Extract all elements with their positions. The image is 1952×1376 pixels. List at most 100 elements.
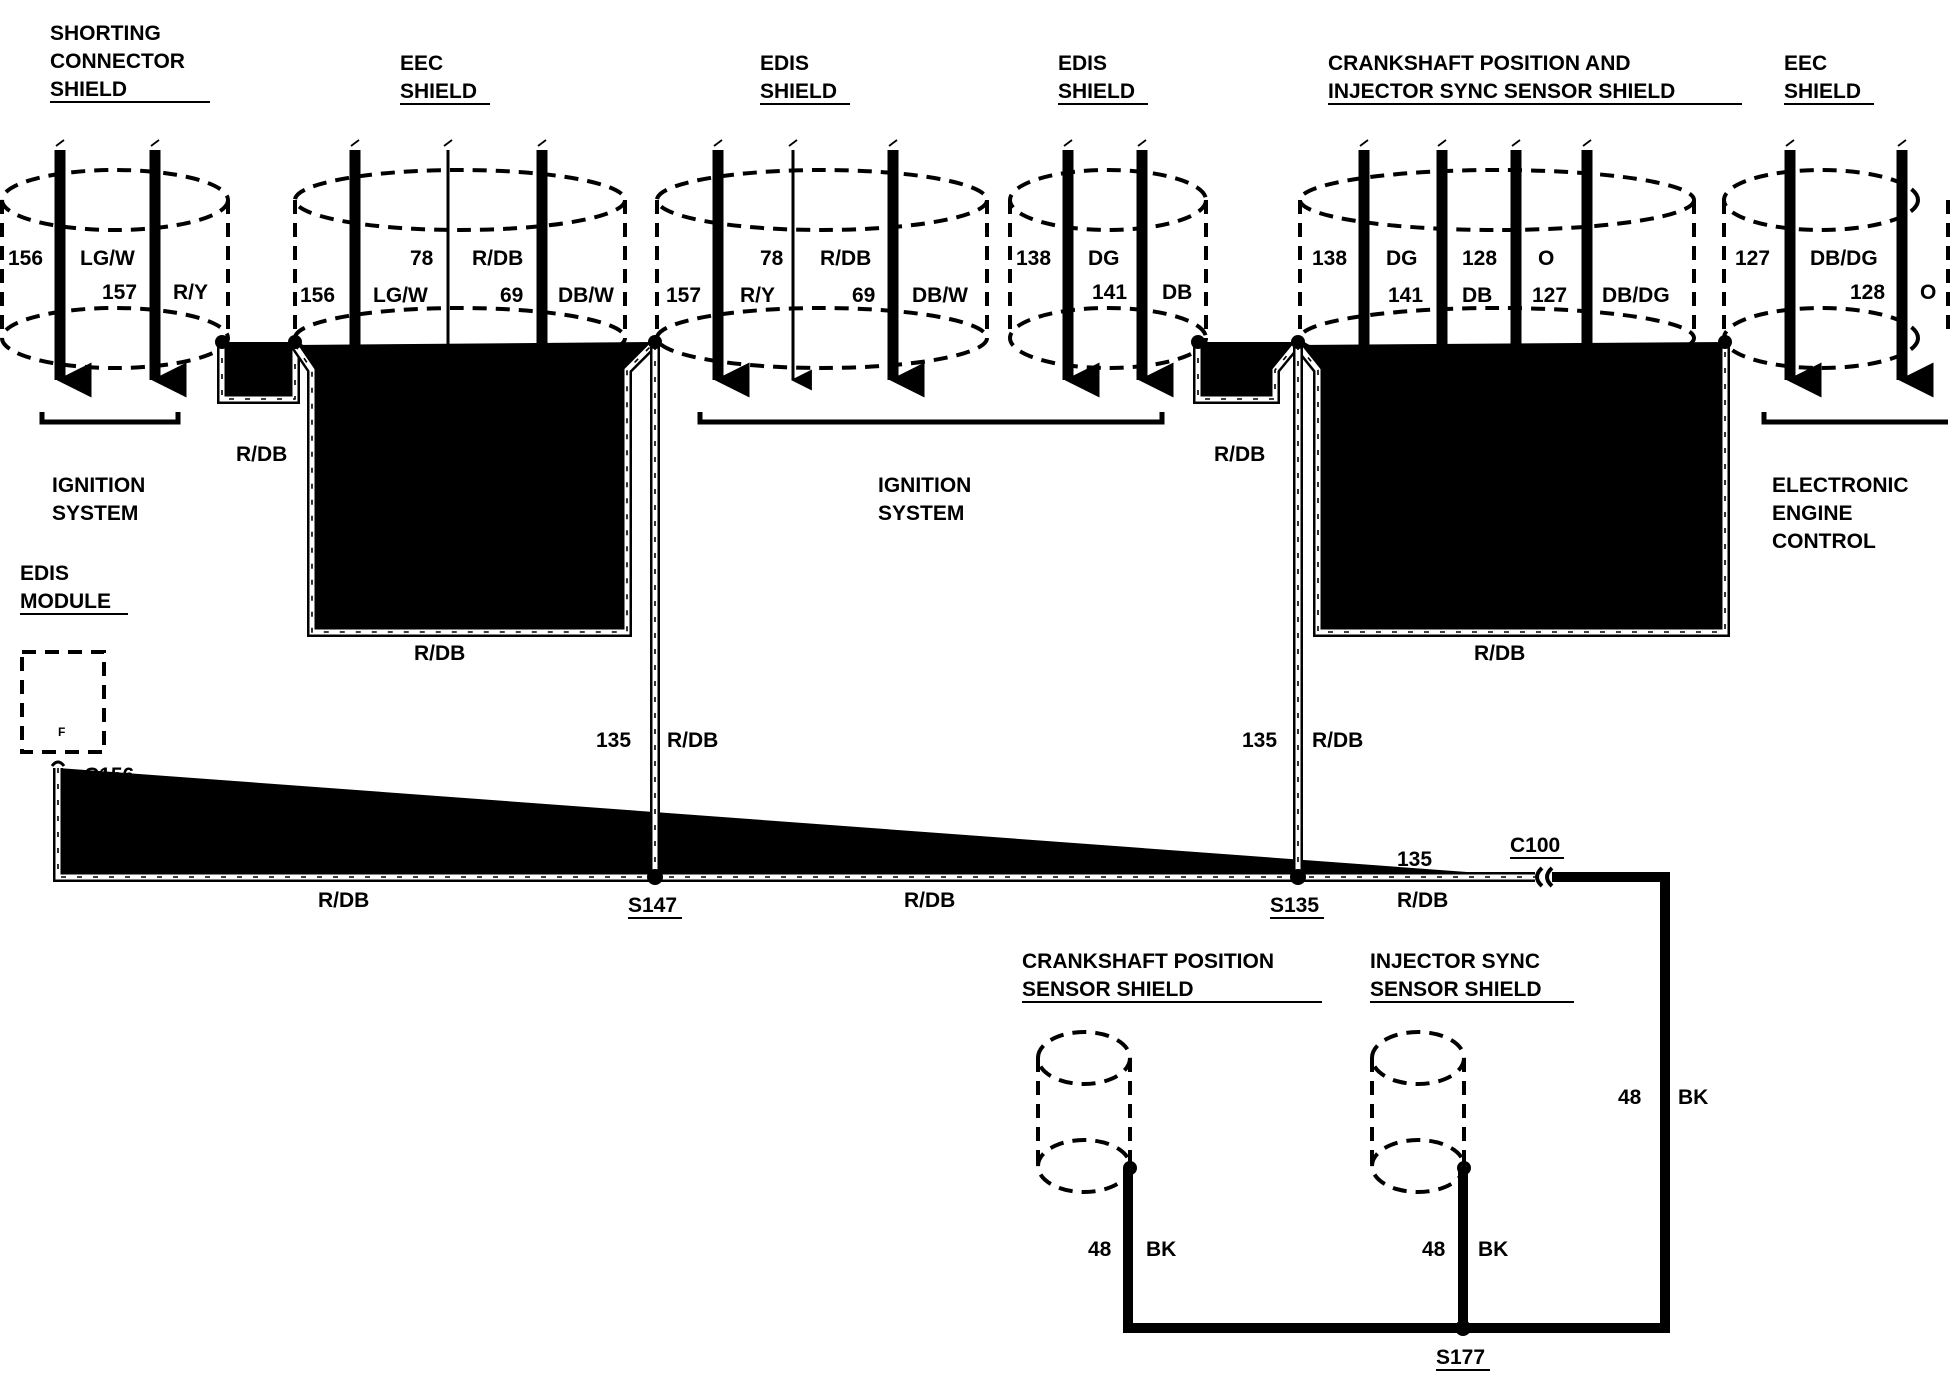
svg-text:EDIS: EDIS [1058,52,1107,75]
svg-text:R/Y: R/Y [740,284,775,307]
ckp-injector-shield-title: CRANKSHAFT POSITION AND INJECTOR SYNC SE… [1328,52,1742,105]
svg-text:CRANKSHAFT POSITION: CRANKSHAFT POSITION [1022,950,1274,973]
svg-text:C100: C100 [1510,834,1560,857]
svg-text:O: O [1538,247,1554,270]
svg-text:135: 135 [1214,364,1249,387]
svg-text:48: 48 [1618,1086,1642,1109]
svg-text:CRANKSHAFT POSITION AND: CRANKSHAFT POSITION AND [1328,52,1631,75]
svg-text:BK: BK [1146,1238,1176,1261]
svg-text:MODULE: MODULE [20,590,111,613]
splices: S147 S135 [628,869,1324,919]
shield-cylinder-shorting [0,168,230,370]
svg-text:S147: S147 [628,894,677,917]
svg-text:48: 48 [1088,1238,1112,1261]
svg-text:DB: DB [1462,284,1492,307]
edis-shield-title-2: EDIS SHIELD [1058,52,1148,105]
svg-text:DB/W: DB/W [558,284,614,307]
svg-text:135: 135 [1474,599,1509,622]
svg-text:SYSTEM: SYSTEM [878,502,964,525]
svg-text:127: 127 [1735,247,1770,270]
shield-drain-wires [58,342,1725,877]
svg-text:SHIELD: SHIELD [760,80,837,103]
svg-text:135: 135 [414,599,449,622]
svg-text:LG/W: LG/W [80,247,135,270]
svg-text:135: 135 [1397,848,1432,871]
svg-text:R/DB: R/DB [472,247,523,270]
svg-text:DB/DG: DB/DG [1810,247,1878,270]
svg-text:SHIELD: SHIELD [50,78,127,101]
svg-text:SHIELD: SHIELD [400,80,477,103]
splice-s135-dot [1290,869,1306,885]
svg-text:R/DB: R/DB [667,729,718,752]
svg-text:157: 157 [102,281,137,304]
svg-text:69: 69 [500,284,523,307]
ground-wire-labels: 48 BK 48 BK 48 BK [1088,1086,1708,1261]
svg-text:EDIS: EDIS [760,52,809,75]
edis-module: EDIS MODULE F C156 [20,562,138,789]
svg-text:157: 157 [666,284,701,307]
svg-text:141: 141 [1388,284,1423,307]
svg-text:EEC: EEC [400,52,443,75]
svg-text:S177: S177 [1436,1346,1485,1369]
eec-shield-title-1: EEC SHIELD [400,52,490,105]
svg-text:INJECTOR SYNC: INJECTOR SYNC [1370,950,1540,973]
svg-text:DB/DG: DB/DG [1602,284,1670,307]
svg-text:138: 138 [1016,247,1051,270]
svg-text:S135: S135 [1270,894,1319,917]
svg-text:R/DB: R/DB [1214,443,1265,466]
splice-s177: S177 [1436,1346,1490,1371]
svg-text:127: 127 [1532,284,1567,307]
svg-text:C156: C156 [84,764,134,787]
svg-text:R/DB: R/DB [1474,642,1525,665]
svg-text:ENGINE: ENGINE [1772,502,1853,525]
svg-text:SHORTING: SHORTING [50,22,161,45]
svg-text:135: 135 [1242,729,1277,752]
svg-text:SENSOR SHIELD: SENSOR SHIELD [1022,978,1194,1001]
svg-text:R/DB: R/DB [1397,889,1448,912]
svg-text:128: 128 [1462,247,1497,270]
svg-text:135: 135 [236,364,271,387]
svg-text:SHIELD: SHIELD [1058,80,1135,103]
svg-text:F: F [58,725,65,739]
svg-text:128: 128 [1850,281,1885,304]
svg-text:IGNITION: IGNITION [878,474,971,497]
svg-text:78: 78 [410,247,434,270]
svg-text:LG/W: LG/W [373,284,428,307]
svg-text:141: 141 [1092,281,1127,304]
svg-text:R/Y: R/Y [173,281,208,304]
svg-text:DB/W: DB/W [912,284,968,307]
wire-hatching [55,139,1907,147]
drain-wire-labels: 135 R/DB 135 R/DB 135 R/DB 135 R/DB 135 … [236,364,1525,912]
svg-text:SYSTEM: SYSTEM [52,502,138,525]
svg-text:ELECTRONIC: ELECTRONIC [1772,474,1909,497]
svg-text:135: 135 [596,729,631,752]
svg-text:156: 156 [300,284,335,307]
signal-wires [54,150,1934,398]
svg-text:O: O [1920,281,1936,304]
svg-text:138: 138 [1312,247,1347,270]
shield-cylinder-eec-1 [293,168,627,370]
svg-text:BK: BK [1678,1086,1708,1109]
svg-text:CONNECTOR: CONNECTOR [50,50,185,73]
shield-cylinder-edis-1 [655,168,989,370]
c100-connector-icon [1535,866,1544,888]
ckp-sensor-shield: CRANKSHAFT POSITION SENSOR SHIELD [1022,950,1322,1194]
svg-text:156: 156 [8,247,43,270]
svg-text:IGNITION: IGNITION [52,474,145,497]
svg-text:SENSOR SHIELD: SENSOR SHIELD [1370,978,1542,1001]
svg-text:48: 48 [1422,1238,1446,1261]
svg-text:R/DB: R/DB [1312,729,1363,752]
svg-text:INJECTOR SYNC SENSOR SHIELD: INJECTOR SYNC SENSOR SHIELD [1328,80,1675,103]
splice-s147-dot [647,869,663,885]
svg-text:R/DB: R/DB [236,443,287,466]
ground-wire-48-bk [1123,872,1670,1333]
splice-s177-dot [1455,1320,1471,1336]
shield-cylinder-ckp-injector [1298,168,1696,370]
svg-text:EEC: EEC [1784,52,1827,75]
svg-text:DG: DG [1386,247,1418,270]
shorting-connector-shield-title: SHORTING CONNECTOR SHIELD [50,22,210,103]
svg-text:135: 135 [318,848,353,871]
svg-text:DB: DB [1162,281,1192,304]
svg-text:R/DB: R/DB [414,642,465,665]
